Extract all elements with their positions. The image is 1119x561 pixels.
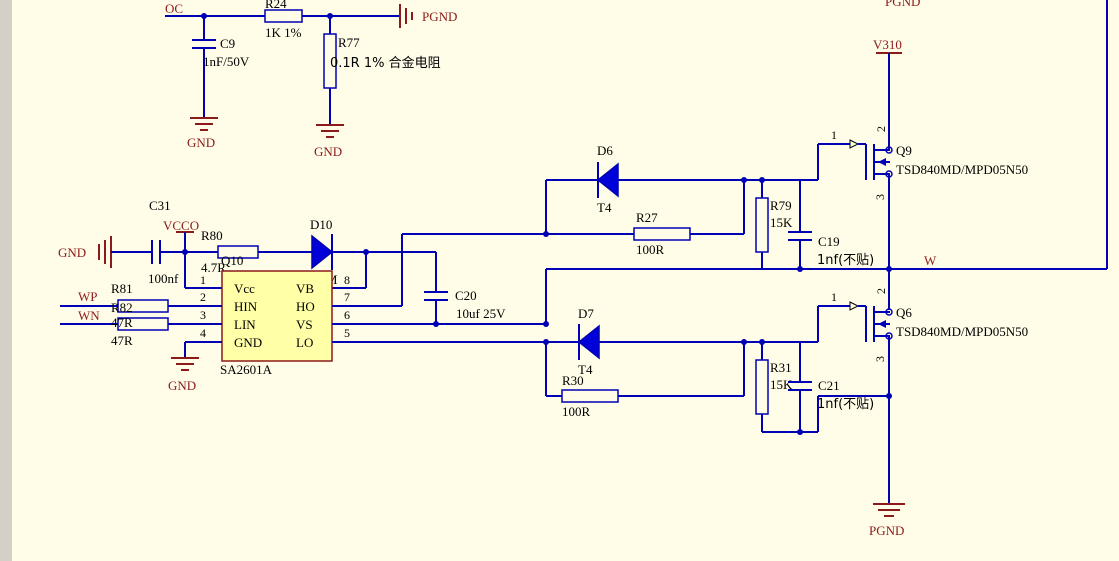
q6-pin-drain: 2	[874, 288, 888, 294]
d6-ref: D6	[597, 143, 613, 158]
pgnd-label-bottom: PGND	[869, 523, 904, 538]
schematic-canvas: OC R24 1K 1% C9 1nF/50V GND R77 0.1R 1% …	[58, 0, 1108, 538]
r81-ref: R81	[111, 281, 133, 296]
q9-ref: Q9	[896, 143, 912, 158]
chip-pin6-num: 6	[344, 308, 350, 322]
chip-pin7-num: 7	[344, 290, 350, 304]
resistor-r31	[755, 359, 769, 415]
q6-pin-source: 3	[873, 356, 887, 362]
chip-pin3-num: 3	[200, 308, 206, 322]
pgnd-label-clipped: PGND	[885, 0, 920, 9]
r27-ref: R27	[636, 210, 658, 225]
d6-value: T4	[597, 200, 612, 215]
r30-value: 100R	[562, 404, 591, 419]
c31-value: 100nf	[148, 271, 179, 286]
r24-value: 1K 1%	[265, 25, 302, 40]
input-group: WP WN R81 R82 47R 47R	[60, 281, 195, 348]
q6-pin-gate: 1	[831, 290, 837, 304]
chip-pin4-name: GND	[234, 335, 262, 350]
q6-value: TSD840MD/MPD05N50	[896, 324, 1028, 339]
r24-ref: R24	[265, 0, 287, 11]
chip-pin8-name: VB	[296, 281, 314, 296]
c9-value: 1nF/50V	[203, 54, 250, 69]
oc-sense-group: OC R24 1K 1% C9 1nF/50V GND R77 0.1R 1% …	[165, 0, 457, 159]
r82-ref: R82	[111, 300, 133, 315]
d7-ref: D7	[578, 306, 594, 321]
low-side-group: D7 T4 R30 100R R31 15K C21 1nf(不贴) 1	[543, 269, 1028, 538]
r77-value: 0.1R 1% 合金电阻	[330, 55, 441, 71]
r31-ref: R31	[770, 360, 792, 375]
high-side-group: D6 T4 R27 100R R79 15K C19 1nf(不贴) 1	[401, 37, 1028, 306]
chip-pin1-num: 1	[200, 273, 206, 287]
diode-d10	[311, 234, 334, 270]
r82-value: 47R	[111, 333, 133, 348]
gnd-label-c31: GND	[58, 245, 86, 260]
d10-ref: D10	[310, 217, 332, 232]
q9-pin-drain: 2	[874, 126, 888, 132]
chip-pin5-name: LO	[296, 335, 313, 350]
q9-pin-gate: 1	[831, 128, 837, 142]
resistor-r79	[755, 197, 769, 253]
c21-ref: C21	[818, 378, 840, 393]
schematic-sheet: OC R24 1K 1% C9 1nF/50V GND R77 0.1R 1% …	[12, 0, 1119, 561]
c19-value: 1nf(不贴)	[817, 253, 874, 268]
chip-pin1-name: Vcc	[234, 281, 255, 296]
net-label-oc: OC	[165, 1, 183, 16]
chip-pin7-name: HO	[296, 299, 315, 314]
q10-ref: Q10	[221, 253, 243, 268]
resistor-r27	[633, 227, 691, 241]
vcco-label: VCCO	[163, 218, 199, 233]
chip-pin5-num: 5	[344, 326, 350, 340]
r79-value: 15K	[770, 215, 793, 230]
gnd-label-c9: GND	[187, 135, 215, 150]
net-label-w: W	[924, 253, 937, 268]
chip-pin3-name: LIN	[234, 317, 256, 332]
c20-value: 10uf 25V	[456, 306, 506, 321]
net-label-wp: WP	[78, 289, 98, 304]
q6-ref: Q6	[896, 305, 912, 320]
diode-d7	[577, 324, 600, 360]
chip-pin2-num: 2	[200, 290, 206, 304]
chip-pin4-num: 4	[200, 326, 206, 340]
c31-ref: C31	[149, 198, 171, 213]
d7-value: T4	[578, 362, 593, 377]
r30-ref: R30	[562, 373, 584, 388]
chip-pin2-name: HIN	[234, 299, 258, 314]
r31-value: 15K	[770, 377, 793, 392]
pgnd-label-top: PGND	[422, 9, 457, 24]
gnd-label-r77: GND	[314, 144, 342, 159]
r77-ref: R77	[338, 35, 360, 50]
r79-ref: R79	[770, 198, 792, 213]
r81-value: 47R	[111, 315, 133, 330]
resistor-r24	[264, 9, 303, 23]
chip-sa2601a	[221, 270, 333, 362]
q9-pin-source: 3	[873, 194, 887, 200]
chip-part-label: SA2601A	[220, 362, 273, 377]
chip-pin6-name: VS	[296, 317, 313, 332]
gnd-label-chip: GND	[168, 378, 196, 393]
q9-value: TSD840MD/MPD05N50	[896, 162, 1028, 177]
driver-supply-group: GND C31 100nf VCCO R80 4.7R Q10 D10 U1M	[58, 198, 579, 393]
mosfet-q9	[865, 144, 893, 180]
diode-d6	[596, 162, 619, 198]
net-label-wn: WN	[78, 308, 100, 323]
resistor-r30	[561, 389, 619, 403]
c9-ref: C9	[220, 36, 235, 51]
c19-ref: C19	[818, 234, 840, 249]
chip-pin8-num: 8	[344, 273, 350, 287]
v310-label: V310	[873, 37, 902, 52]
c20-ref: C20	[455, 288, 477, 303]
r80-value: 4.7R	[201, 260, 226, 275]
r27-value: 100R	[636, 242, 665, 257]
c21-value: 1nf(不贴)	[817, 397, 874, 412]
r80-ref: R80	[201, 228, 223, 243]
